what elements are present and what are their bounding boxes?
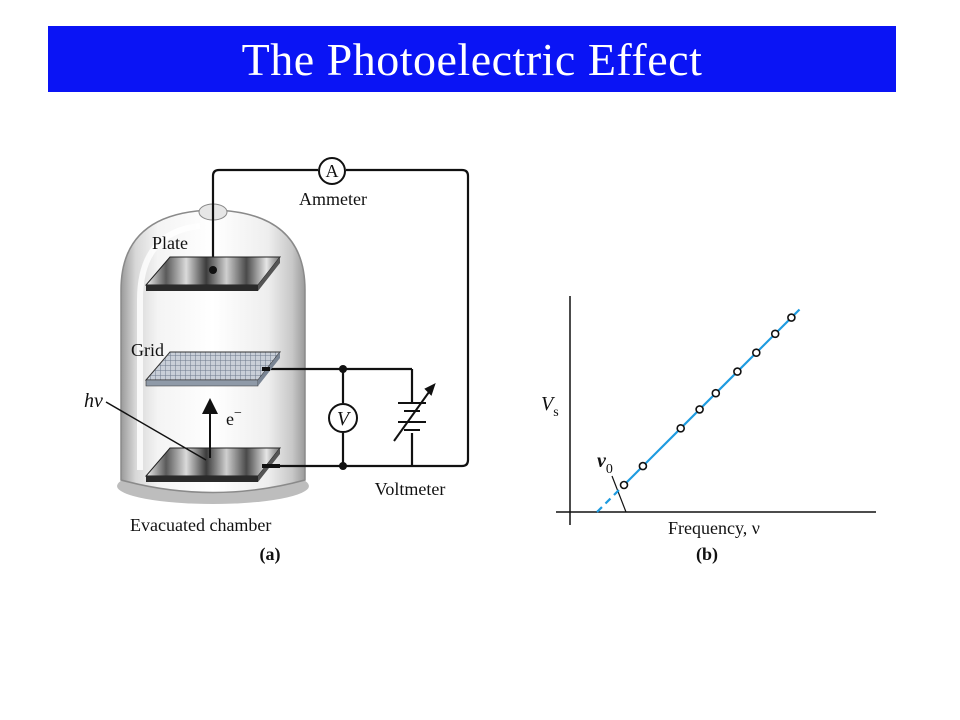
grid-edge bbox=[145, 379, 259, 387]
photon-ray bbox=[105, 401, 207, 461]
chamber-label: Evacuated chamber bbox=[130, 515, 271, 535]
data-point bbox=[751, 348, 761, 358]
apparatus-diagram: A Ammeter V Voltmeter Plate Grid bbox=[84, 157, 470, 565]
cathode-electrode bbox=[144, 447, 282, 477]
junction-dot-bottom bbox=[339, 462, 347, 470]
threshold-pointer bbox=[611, 475, 627, 513]
data-point bbox=[619, 480, 629, 490]
electron-label: e− bbox=[226, 406, 242, 429]
voltmeter-symbol bbox=[328, 403, 358, 433]
data-points bbox=[619, 313, 796, 490]
junction-dot-top bbox=[339, 365, 347, 373]
data-point bbox=[676, 423, 686, 433]
glass-highlight bbox=[137, 223, 201, 470]
data-point bbox=[695, 405, 704, 414]
data-point bbox=[787, 313, 796, 322]
grid-electrode bbox=[144, 351, 282, 381]
voltmeter-label: Voltmeter bbox=[375, 479, 446, 499]
voltmeter-letter: V bbox=[337, 408, 352, 430]
fit-line-extrapolated bbox=[596, 484, 625, 513]
data-point bbox=[711, 388, 721, 398]
stopping-voltage-graph: Vs ν0 Frequency, ν (b) bbox=[541, 296, 876, 565]
variable-battery bbox=[393, 383, 436, 442]
panel-b-label: (b) bbox=[696, 544, 718, 565]
ammeter-symbol bbox=[318, 157, 346, 185]
plate-side bbox=[258, 257, 280, 291]
cathode-edge bbox=[146, 476, 258, 482]
title-bar: The Photoelectric Effect bbox=[48, 26, 896, 92]
ammeter-label: Ammeter bbox=[299, 189, 367, 209]
x-axis-label: Frequency, ν bbox=[668, 518, 760, 538]
data-point bbox=[733, 367, 742, 376]
fit-line bbox=[623, 308, 801, 486]
grid-label: Grid bbox=[131, 340, 164, 360]
data-point bbox=[638, 461, 648, 471]
slide-title: The Photoelectric Effect bbox=[241, 33, 703, 85]
data-point bbox=[770, 329, 780, 339]
circuit-wires bbox=[211, 168, 470, 468]
threshold-label: ν0 bbox=[597, 450, 613, 477]
photon-label: hν bbox=[84, 390, 103, 412]
plate-label: Plate bbox=[152, 233, 188, 253]
y-axis-label: Vs bbox=[541, 393, 559, 420]
panel-a-label: (a) bbox=[260, 544, 281, 565]
plate-contact bbox=[209, 266, 217, 274]
plate-edge bbox=[146, 285, 258, 291]
ammeter-letter: A bbox=[326, 161, 339, 181]
